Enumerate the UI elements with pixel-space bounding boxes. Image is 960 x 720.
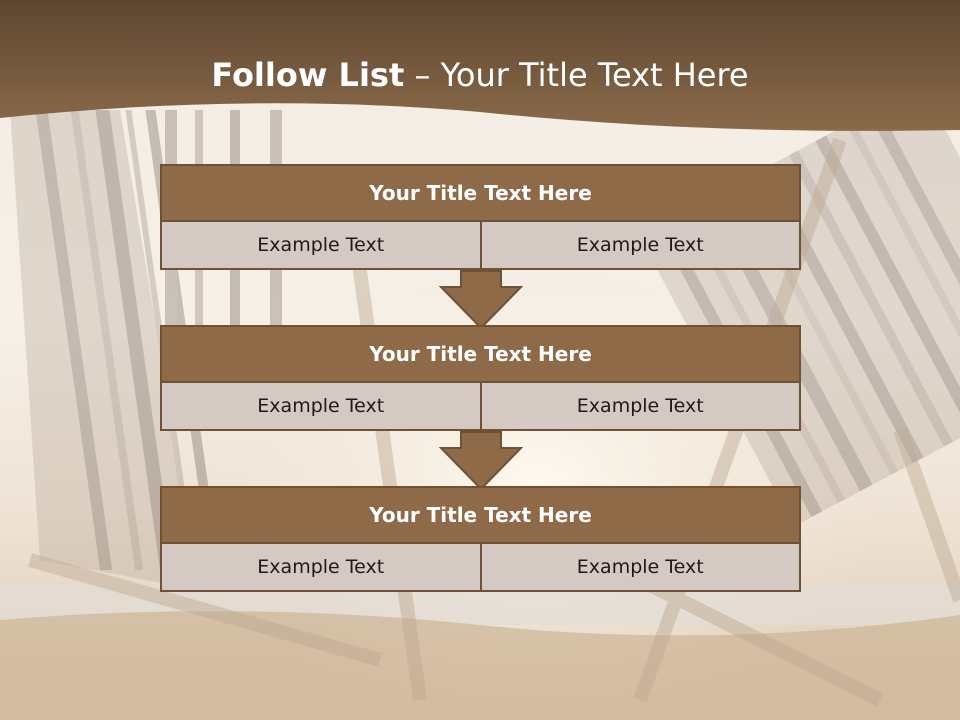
block-row: Example Text Example Text: [160, 544, 801, 592]
block-row: Example Text Example Text: [160, 383, 801, 431]
block-cell-right: Example Text: [479, 544, 801, 592]
block-title: Your Title Text Here: [160, 164, 801, 222]
follow-block-1: Your Title Text Here Example Text Exampl…: [160, 164, 801, 270]
header-band: [0, 0, 960, 131]
slide-title-rest: – Your Title Text Here: [404, 56, 749, 94]
block-cell-right: Example Text: [479, 383, 801, 431]
block-title: Your Title Text Here: [160, 486, 801, 544]
down-arrow-icon: [439, 431, 523, 491]
block-row: Example Text Example Text: [160, 222, 801, 270]
block-cell-left: Example Text: [160, 544, 482, 592]
down-arrow-icon: [439, 270, 523, 330]
block-title: Your Title Text Here: [160, 325, 801, 383]
block-cell-right: Example Text: [479, 222, 801, 270]
slide-title: Follow List – Your Title Text Here: [0, 55, 960, 95]
block-cell-left: Example Text: [160, 222, 482, 270]
follow-block-2: Your Title Text Here Example Text Exampl…: [160, 325, 801, 431]
slide-title-bold: Follow List: [211, 56, 405, 94]
follow-block-3: Your Title Text Here Example Text Exampl…: [160, 486, 801, 592]
block-cell-left: Example Text: [160, 383, 482, 431]
